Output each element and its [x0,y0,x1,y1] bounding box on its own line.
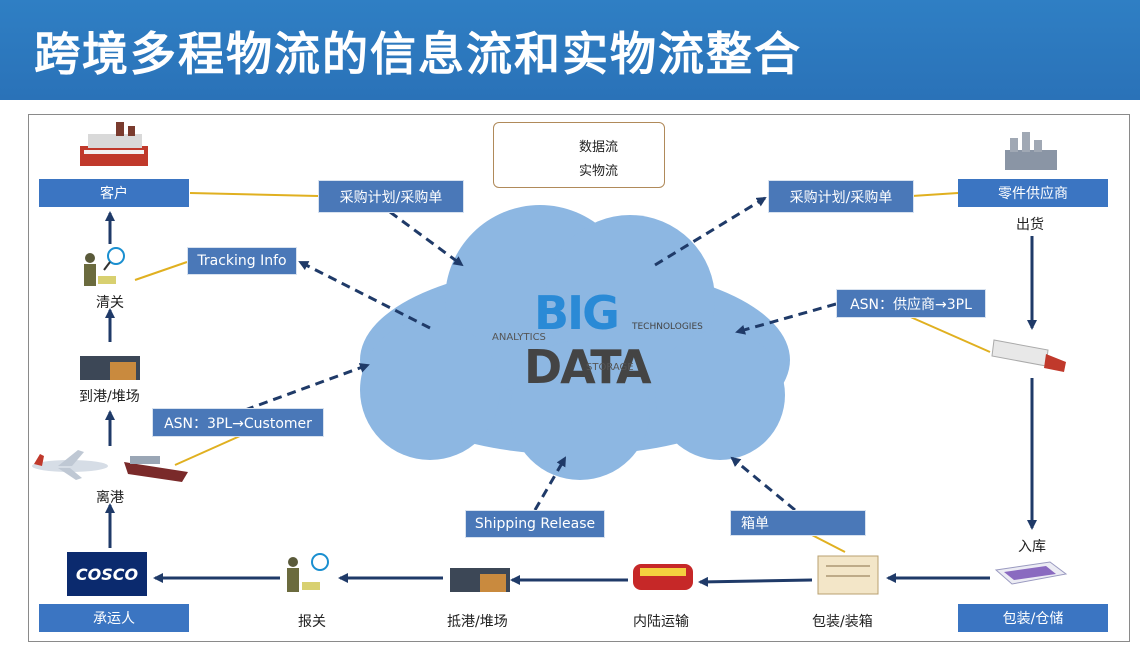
shipping-release-tag: Shipping Release [465,510,605,538]
legend-data-flow: 数据流 [579,140,619,155]
warehouse-icon [80,356,140,380]
inland-transport-label: 内陆运输 [633,614,689,630]
warehouse-box: 包装/仓储 [958,604,1108,632]
customs-officer-icon [84,247,125,286]
cloud-big-text: BIG [534,286,620,340]
departure-port-label: 离港 [96,490,124,506]
physical-flow-arrows [105,211,1037,587]
page-title: 跨境多程物流的信息流和实物流整合 [34,27,802,81]
customer-box: 客户 [39,179,189,207]
packing-list-tag: 箱单 [730,510,866,536]
cosco-logo: COSCO [67,552,147,596]
airplane-icon [32,450,108,480]
asn-supplier-tag: ASN：供应商→3PL [836,289,986,318]
header-banner: 跨境多程物流的信息流和实物流整合 [0,0,1140,100]
legend-physical-flow: 实物流 [579,164,619,179]
shipment-label: 出货 [1016,217,1044,233]
cloud-data-text: DATA [524,340,652,394]
packing-icon [817,555,879,595]
truck-icon [991,339,1066,372]
arrival-port-label: 到港/堆场 [79,389,140,405]
carrier-box: 承运人 [39,604,189,632]
asn-customer-tag: ASN：3PL→Customer [152,408,324,437]
cloud-shape [360,205,790,480]
purchase-plan-tag-left: 采购计划/采购单 [318,180,464,213]
tracking-info-tag: Tracking Info [187,247,297,275]
port-warehouse-icon [450,568,510,592]
customs-declaration-icon [287,553,329,592]
train-icon [633,564,693,590]
supplier-factory-icon [1005,132,1057,170]
factory-icon [80,122,148,166]
to-port-label: 抵港/堆场 [447,614,508,630]
customs-declaration-label: 报关 [298,614,326,630]
supplier-box: 零件供应商 [958,179,1108,207]
packing-label: 包装/装箱 [812,614,873,630]
customs-clearance-label: 清关 [96,295,124,311]
cloud-word-technologies: TECHNOLOGIES [632,322,703,332]
legend: 数据流 实物流 [493,122,665,188]
cloud-word-storage: STORAGE [586,362,634,373]
inbound-label: 入库 [1018,539,1046,555]
data-flow-arrows [244,196,837,512]
purchase-plan-tag-right: 采购计划/采购单 [768,180,914,213]
cosco-logo-text: COSCO [75,564,139,584]
cloud-word-analytics: ANALYTICS [492,332,546,343]
storage-rack-icon [994,561,1068,585]
ship-icon [124,456,188,482]
